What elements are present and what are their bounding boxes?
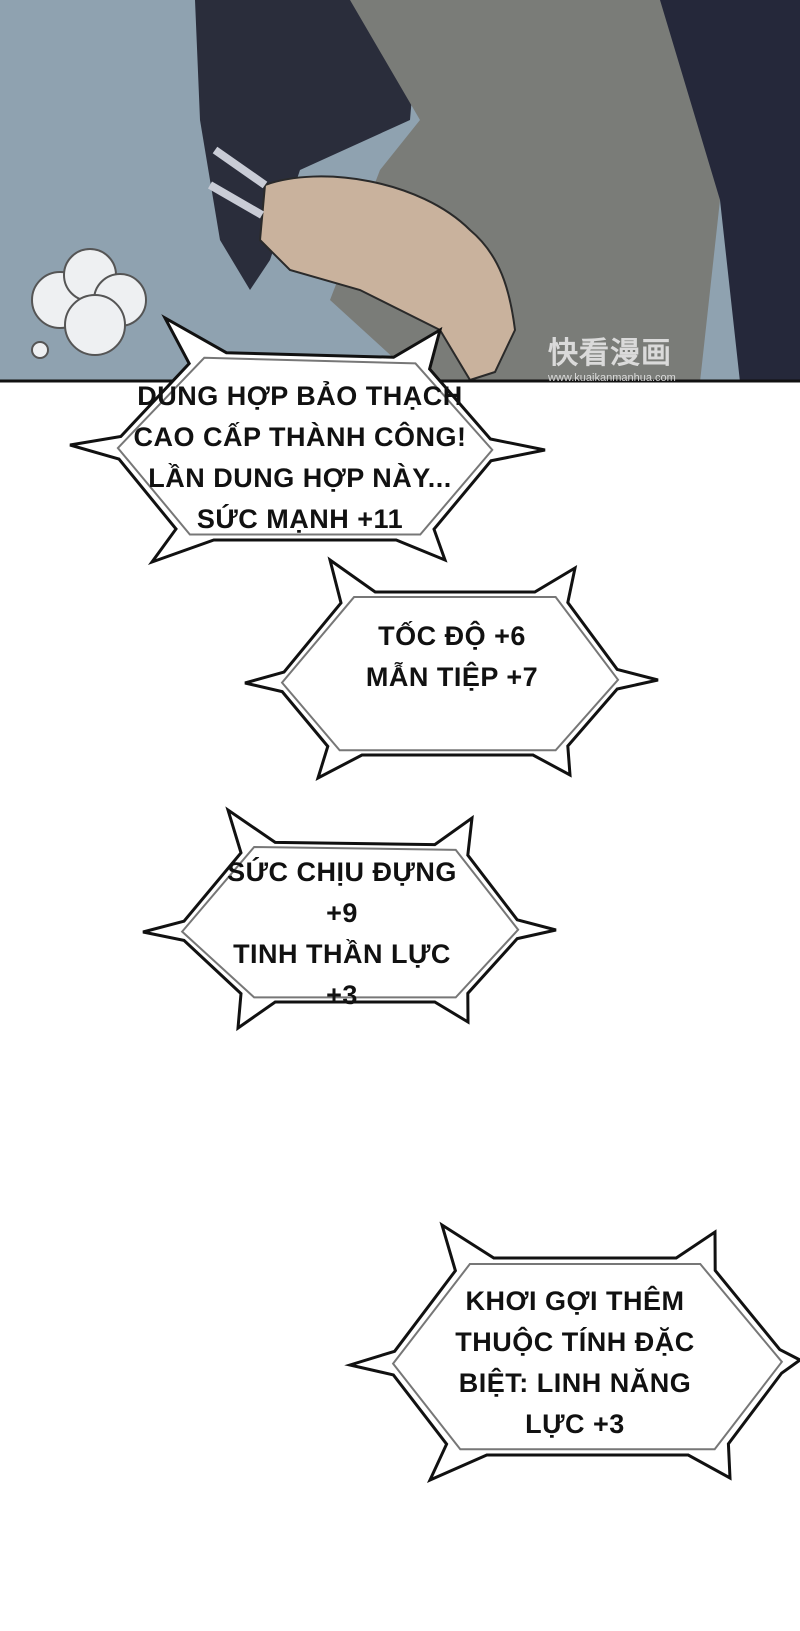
watermark-url: www.kuaikanmanhua.com	[548, 372, 676, 384]
bubble-outline	[344, 1221, 800, 1483]
watermark-logo: 快看漫画	[548, 337, 672, 370]
bubble-inner-line	[391, 1263, 784, 1451]
bubble-inner-line	[180, 846, 520, 999]
speech-bubble-3	[142, 806, 557, 1032]
bubble-inner-line	[116, 356, 494, 536]
watermark: 快看漫画 www.kuaikanmanhua.com	[548, 328, 676, 384]
speech-bubble-2	[244, 556, 659, 781]
hand	[258, 175, 517, 382]
smoke-cloud	[31, 248, 147, 359]
speech-bubble-4	[344, 1221, 800, 1483]
sleeve-stripe	[208, 146, 268, 219]
top-panel	[0, 0, 800, 383]
right-sleeve	[660, 0, 800, 382]
bubble-inner-line	[280, 596, 620, 752]
bubble-outline	[69, 314, 546, 566]
bubble-outline	[244, 556, 659, 781]
left-sleeve	[195, 0, 420, 290]
bubble-outline	[142, 806, 557, 1032]
speech-bubble-1	[69, 314, 546, 566]
